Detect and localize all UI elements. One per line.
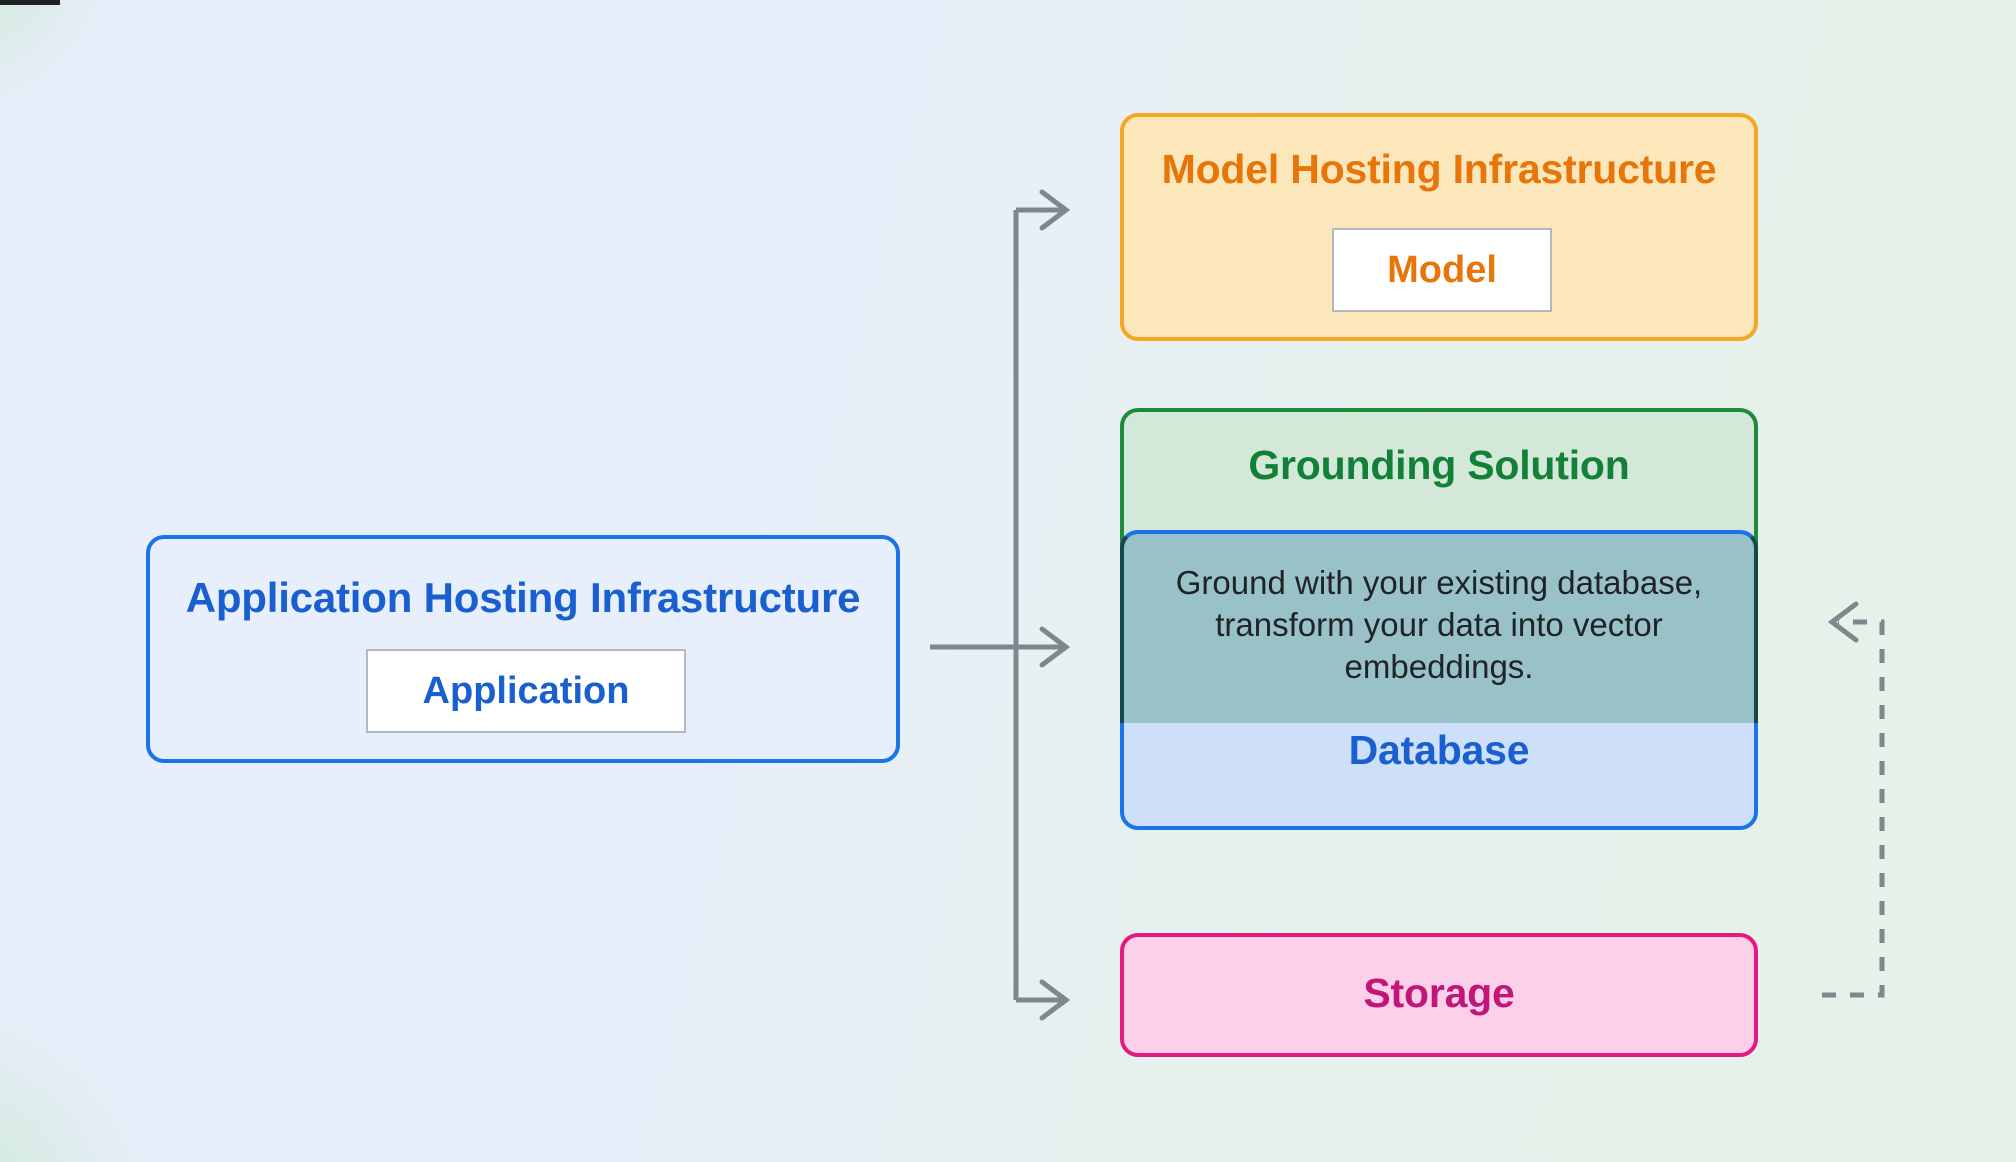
- arrowhead-storage: [1039, 979, 1071, 1021]
- arrowhead-model: [1039, 189, 1071, 231]
- node-model-hosting-infrastructure[interactable]: Model Hosting Infrastructure Model: [1120, 113, 1758, 341]
- arrowhead-grounding: [1039, 626, 1071, 668]
- node-storage-title: Storage: [1363, 970, 1515, 1016]
- node-application-hosting-title: Application Hosting Infrastructure: [185, 574, 861, 621]
- chip-model[interactable]: Model: [1332, 228, 1552, 312]
- node-grounding-solution-title: Grounding Solution: [1248, 442, 1630, 488]
- connector-dashed-storage-to-database: [1822, 619, 1885, 998]
- grounding-solution-description: Ground with your existing database, tran…: [1175, 564, 1703, 685]
- node-storage[interactable]: Storage: [1120, 933, 1758, 1057]
- chip-application[interactable]: Application: [366, 649, 686, 733]
- window-top-bar: [0, 0, 60, 5]
- node-model-hosting-title: Model Hosting Infrastructure: [1161, 146, 1717, 192]
- arrowhead-dashed-database: [1827, 601, 1859, 643]
- node-application-hosting-infrastructure[interactable]: Application Hosting Infrastructure Appli…: [146, 535, 900, 763]
- node-database-title: Database: [1348, 727, 1530, 773]
